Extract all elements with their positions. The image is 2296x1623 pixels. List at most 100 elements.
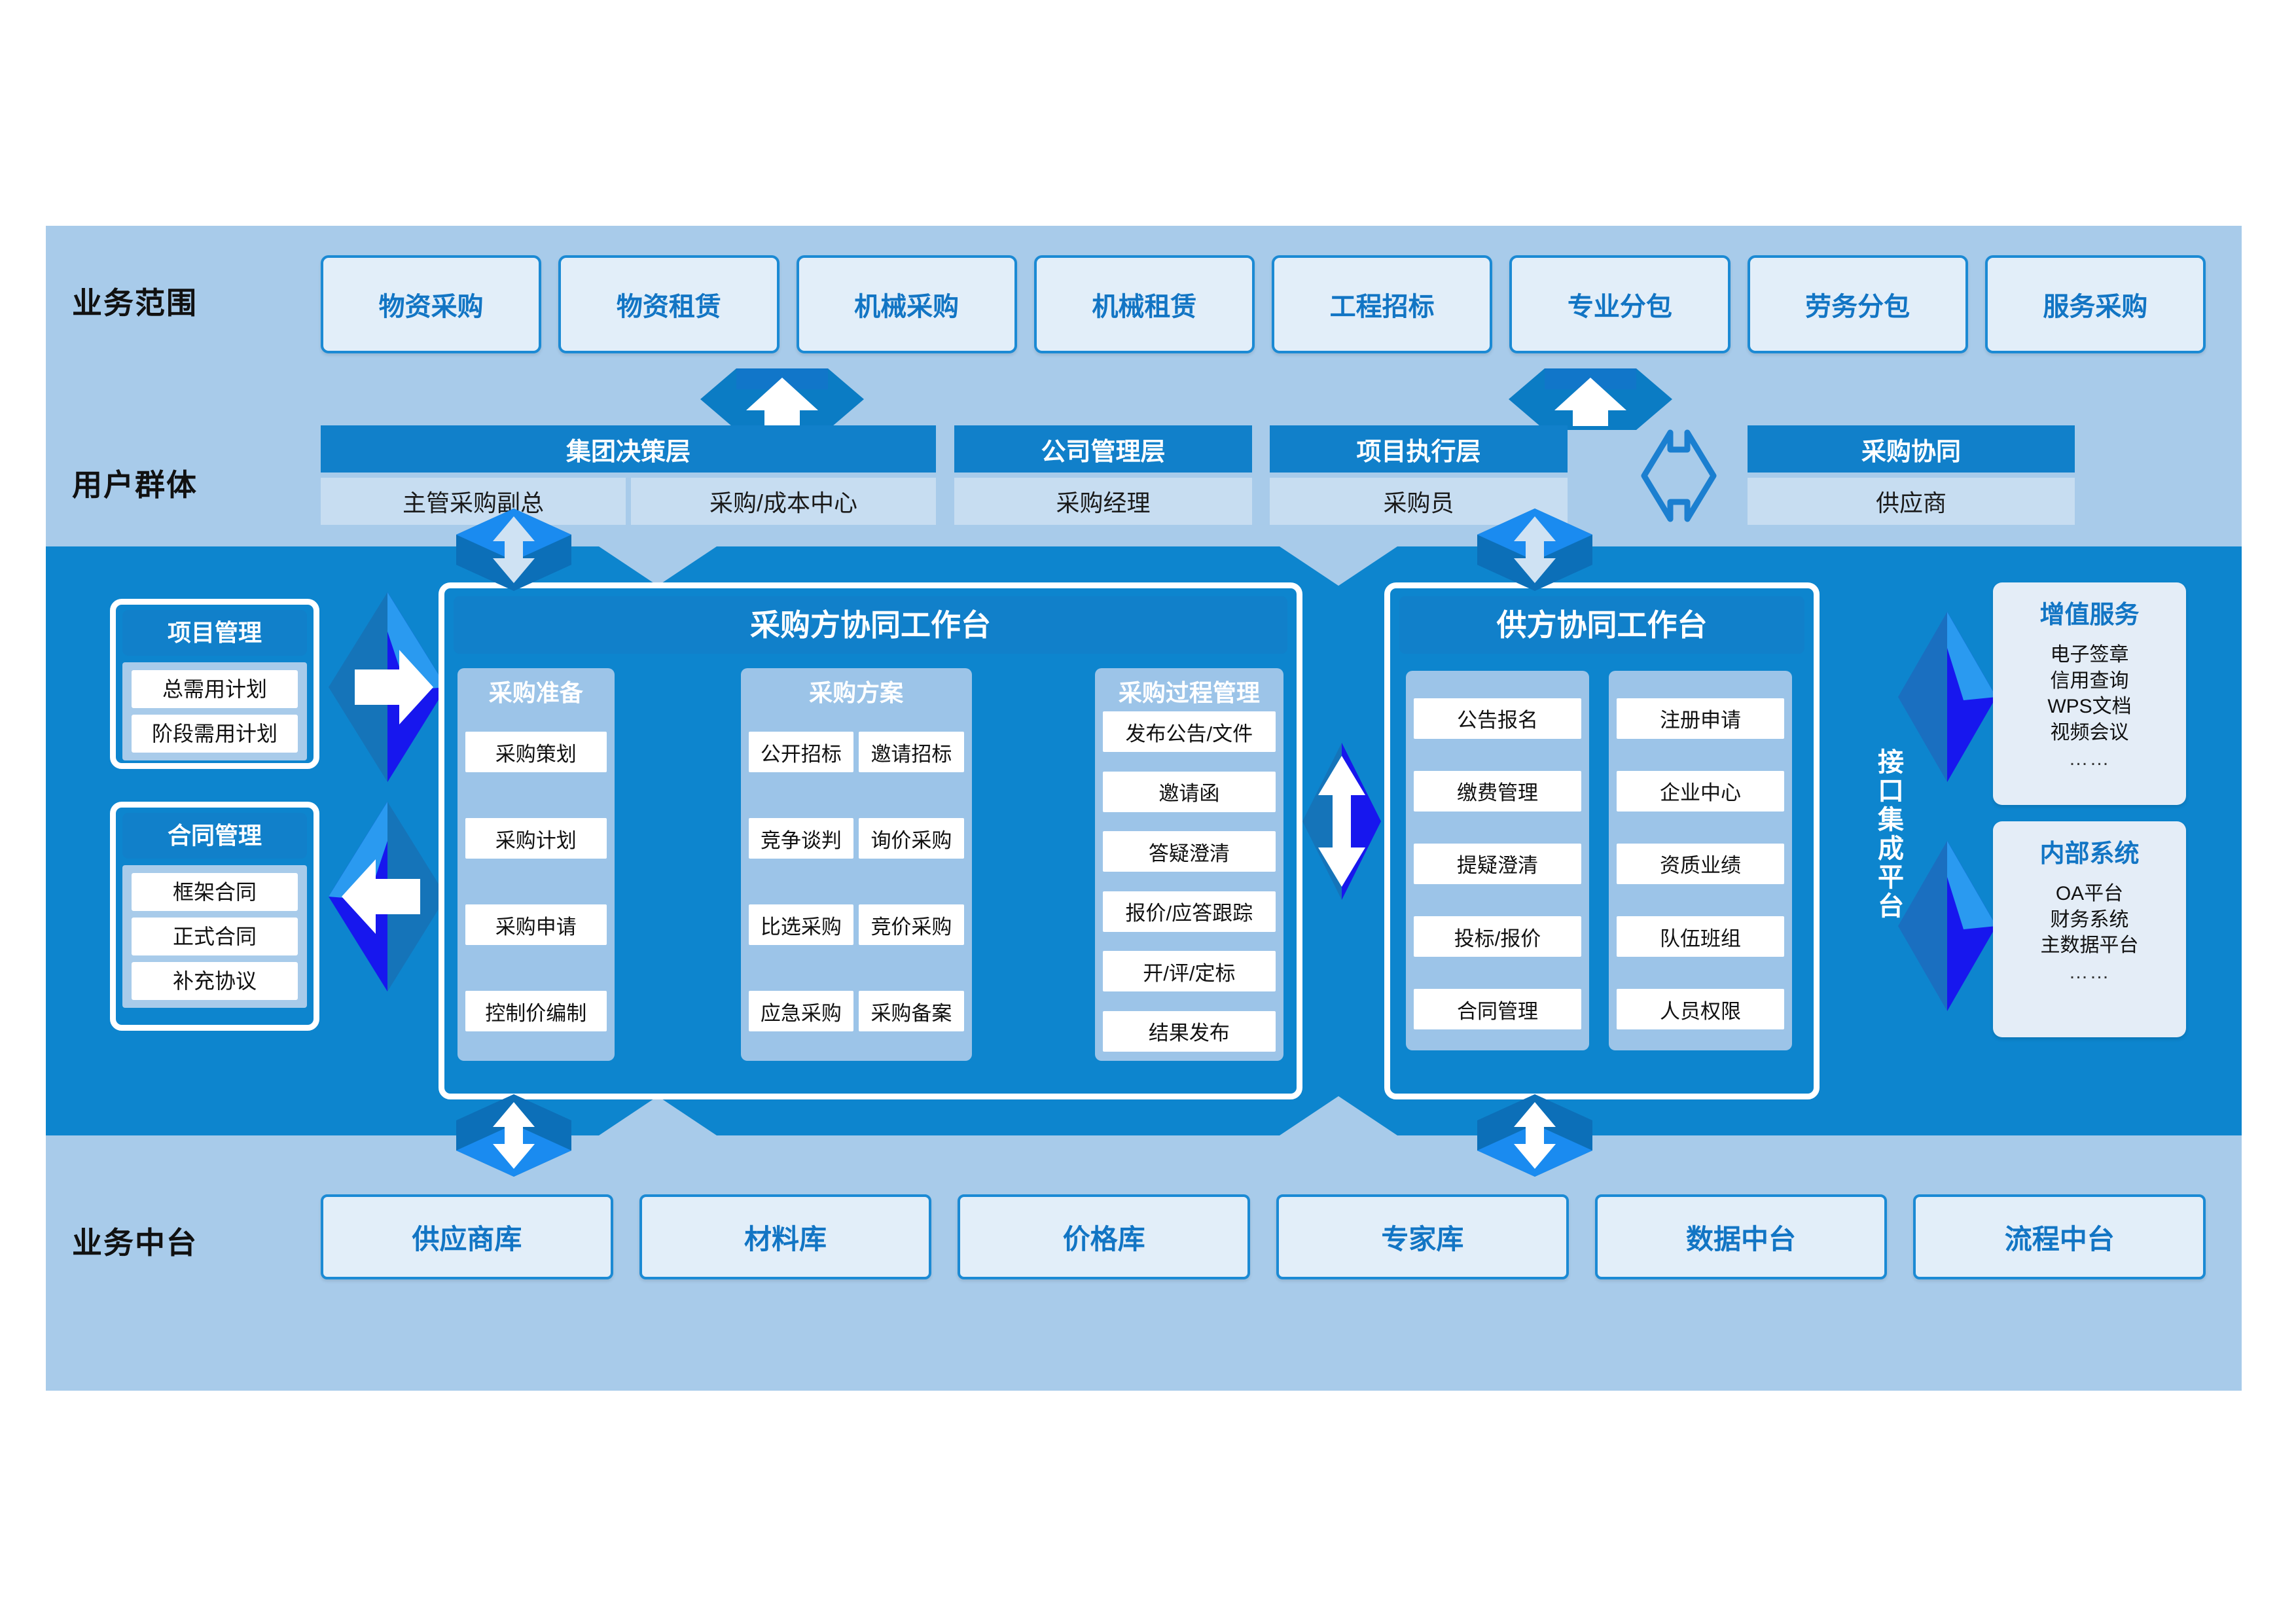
user-group-block: 集团决策层 主管采购副总 采购/成本中心 [321,425,936,527]
crystal-diamond-icon [1898,612,1996,782]
list-item[interactable]: 注册申请 [1617,698,1784,739]
up-arrow-badge-left [700,368,864,430]
list-item[interactable]: 阶段需用计划 [132,715,298,753]
list-item[interactable]: 询价采购 [859,818,964,859]
user-group-title: 采购协同 [1748,425,2075,473]
list-item[interactable]: 队伍班组 [1617,916,1784,957]
crystal-right-arrow-icon [329,592,446,782]
midplatform-chip[interactable]: 专家库 [1276,1194,1569,1279]
crystal-updown-arrow-icon [1302,743,1381,900]
list-item[interactable]: 人员权限 [1617,989,1784,1030]
user-role[interactable]: 主管采购副总 [321,478,626,525]
workbench-title: 供方协同工作台 [1399,596,1804,654]
architecture-diagram: 业务范围 物资采购 物资租赁 机械采购 机械租赁 工程招标 专业分包 劳务分包 … [46,226,2242,1391]
scope-chip[interactable]: 劳务分包 [1747,255,1968,353]
list-item: 视频会议 [2050,721,2129,743]
list-item[interactable]: 采购备案 [859,991,964,1031]
bidirectional-arrow-icon [1641,429,1717,522]
section-label-user-groups: 用户群体 [72,468,198,502]
business-scope-row: 物资采购 物资租赁 机械采购 机械租赁 工程招标 专业分包 劳务分包 服务采购 [321,255,2206,353]
scope-chip[interactable]: 服务采购 [1984,255,2206,353]
user-group-title: 公司管理层 [954,425,1252,473]
card-body: 总需用计划 阶段需用计划 [122,662,307,760]
list-item: 信用查询 [2050,669,2129,692]
updown-arrow-connector-icon [456,1094,571,1177]
card-body: 框架合同 正式合同 补充协议 [122,865,307,1008]
list-item: 电子签章 [2050,644,2129,666]
list-item[interactable]: 缴费管理 [1414,770,1581,812]
list-item[interactable]: 邀请函 [1102,771,1276,812]
list-item[interactable]: 资质业绩 [1617,843,1784,884]
section-label-business-midplatform: 业务中台 [72,1226,198,1260]
list-item[interactable]: 公告报名 [1414,698,1581,739]
project-management-card: 项目管理 总需用计划 阶段需用计划 [110,599,319,769]
list-item[interactable]: 邀请招标 [859,732,964,772]
list-item[interactable]: 发布公告/文件 [1102,711,1276,752]
list-item[interactable]: 控制价编制 [465,991,607,1031]
list-item[interactable]: 公开招标 [748,732,854,772]
value-added-services-panel: 增值服务 电子签章 信用查询 WPS文档 视频会议 …… [1993,582,2186,805]
list-item[interactable]: 投标/报价 [1414,916,1581,957]
up-arrow-badge-right [1509,368,1672,430]
list-item[interactable]: 报价/应答跟踪 [1102,891,1276,932]
workbench-column-process: 采购过程管理 发布公告/文件 邀请函 答疑澄清 报价/应答跟踪 开/评/定标 结… [1094,668,1283,1061]
list-item[interactable]: 补充协议 [132,962,298,1000]
list-item[interactable]: 合同管理 [1414,989,1581,1030]
list-item[interactable]: 总需用计划 [132,670,298,708]
internal-systems-panel: 内部系统 OA平台 财务系统 主数据平台 …… [1993,821,2186,1037]
list-item[interactable]: 提疑澄清 [1414,843,1581,884]
midplatform-chip[interactable]: 数据中台 [1594,1194,1888,1279]
list-item[interactable]: 采购计划 [465,818,607,859]
user-groups-row: 集团决策层 主管采购副总 采购/成本中心 公司管理层 采购经理 项目执行层 采购… [321,425,2206,527]
midplatform-chip[interactable]: 供应商库 [321,1194,613,1279]
workbench-title: 采购方协同工作台 [454,596,1287,654]
list-item: WPS文档 [2047,696,2132,718]
platform-band: 项目管理 总需用计划 阶段需用计划 合同管理 框架合同 正式合同 补充协议 采购… [46,546,2242,1135]
column-title: 采购方案 [809,679,904,706]
user-role[interactable]: 采购员 [1270,478,1568,525]
user-group-block: 采购协同 供应商 [1748,425,2075,527]
user-role[interactable]: 供应商 [1748,478,2075,525]
ellipsis: …… [2068,748,2111,770]
user-group-title: 项目执行层 [1270,425,1568,473]
business-midplatform-row: 供应商库 材料库 价格库 专家库 数据中台 流程中台 [321,1194,2206,1279]
scope-chip[interactable]: 机械采购 [796,255,1017,353]
workbench-column-plan: 采购方案 公开招标 邀请招标 竞争谈判 询价采购 比选采购 竞价采购 应急采购 … [740,668,972,1061]
list-item[interactable]: 应急采购 [748,991,854,1031]
list-item: OA平台 [2055,883,2124,904]
section-label-business-scope: 业务范围 [72,286,198,320]
list-item[interactable]: 竞争谈判 [748,818,854,859]
midplatform-chip[interactable]: 材料库 [639,1194,932,1279]
list-item[interactable]: 采购申请 [465,904,607,945]
list-item[interactable]: 开/评/定标 [1102,951,1276,992]
user-role[interactable]: 采购经理 [954,478,1252,525]
scope-chip[interactable]: 专业分包 [1509,255,1731,353]
user-group-block: 公司管理层 采购经理 [954,425,1252,527]
card-title: 合同管理 [122,813,307,859]
scope-chip[interactable]: 机械租赁 [1033,255,1255,353]
scope-chip[interactable]: 物资租赁 [558,255,780,353]
card-title: 项目管理 [122,610,307,656]
buyer-collaboration-workbench: 采购方协同工作台 采购准备 采购策划 采购计划 采购申请 控制价编制 采购方案 … [439,582,1302,1099]
midplatform-chip[interactable]: 流程中台 [1913,1194,2206,1279]
list-item[interactable]: 答疑澄清 [1102,831,1276,872]
list-item[interactable]: 采购策划 [465,732,607,772]
midplatform-chip[interactable]: 价格库 [958,1194,1251,1279]
list-item[interactable]: 企业中心 [1617,770,1784,812]
list-item[interactable]: 正式合同 [132,918,298,955]
list-item: 主数据平台 [2040,935,2139,957]
scope-chip[interactable]: 工程招标 [1272,255,1493,353]
crystal-left-arrow-icon [329,802,446,991]
scope-chip[interactable]: 物资采购 [321,255,542,353]
list-item[interactable]: 框架合同 [132,873,298,911]
user-group-block: 项目执行层 采购员 [1270,425,1568,527]
list-item: 财务系统 [2050,908,2129,931]
user-role[interactable]: 采购/成本中心 [631,478,936,525]
list-item[interactable]: 比选采购 [748,904,854,945]
list-item[interactable]: 竞价采购 [859,904,964,945]
interface-integration-platform-label: 接口集成平台 [1874,748,1903,921]
panel-title: 内部系统 [2039,840,2140,868]
list-item[interactable]: 结果发布 [1102,1010,1276,1052]
workbench-column-prep: 采购准备 采购策划 采购计划 采购申请 控制价编制 [457,668,615,1061]
column-title: 采购过程管理 [1118,679,1260,706]
